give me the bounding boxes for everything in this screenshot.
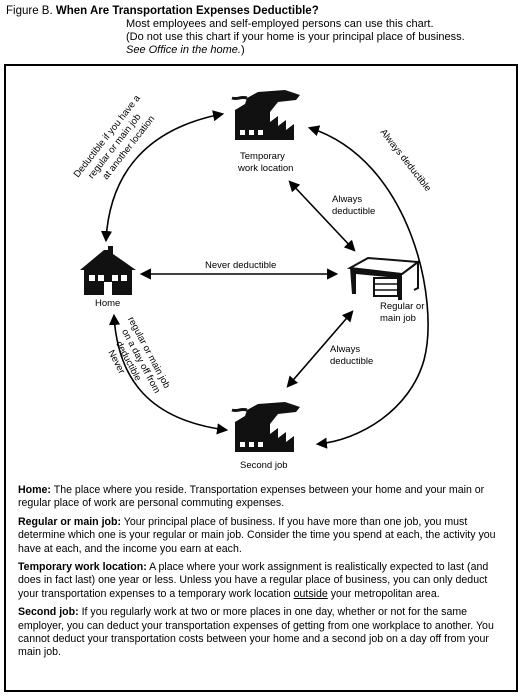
label-always-deductible-arc: Always deductible (378, 127, 433, 194)
arrow-temporary-second-arc (307, 125, 429, 449)
text-temporary-a: A place where your work assignment is re… (18, 561, 489, 600)
node-temporary-l1: Temporary (240, 151, 285, 162)
subtitle-line-3-italic: See Office in the home. (126, 44, 241, 56)
subtitle-line-3: See Office in the home.) (126, 44, 245, 57)
node-second-job: Second job (240, 460, 288, 471)
node-temporary-l2: work location (237, 163, 293, 174)
label-temp-regular-l1: Always (332, 194, 362, 205)
text-second-job: If you regularly work at two or more pla… (18, 606, 494, 659)
desk-icon (346, 256, 421, 300)
house-icon (80, 246, 136, 295)
definition-home: Home: The place where you reside. Transp… (18, 484, 508, 511)
definition-regular: Regular or main job: Your principal plac… (18, 516, 508, 556)
arrow-home-temporary (100, 110, 225, 243)
term-second-job: Second job: (18, 606, 79, 619)
figure-label: Figure B. (6, 5, 53, 17)
label-home-second: Never deductible on a day off from regul… (105, 315, 172, 395)
chart-frame (4, 64, 518, 692)
label-home-regular: Never deductible (205, 260, 276, 271)
text-regular: Your principal place of business. If you… (18, 515, 496, 555)
node-home: Home (95, 298, 120, 309)
figure-header: Figure B. When Are Transportation Expens… (6, 4, 319, 18)
subtitle-line-2: (Do not use this chart if your home is y… (126, 31, 465, 43)
label-regular-second-l2: deductible (330, 356, 373, 367)
text-temporary-b: your metropolitan area. (330, 587, 440, 600)
arrow-regular-second (286, 310, 354, 388)
definition-second-job: Second job: If you regularly work at two… (18, 606, 508, 660)
term-temporary: Temporary work location: (18, 561, 147, 574)
label-temp-regular-l2: deductible (332, 206, 375, 217)
definitions: Home: The place where you reside. Transp… (18, 484, 508, 665)
text-home: The place where you reside. Transportati… (18, 484, 485, 510)
label-regular-second-l1: Always (330, 344, 360, 355)
definition-temporary: Temporary work location: A place where y… (18, 561, 508, 601)
arrow-home-second (108, 313, 229, 435)
node-regular-l1: Regular or (380, 301, 424, 312)
text-temporary-underlined: outside (293, 587, 328, 600)
subtitle-line-1: Most employees and self-employed persons… (126, 18, 434, 30)
factory-icon-temporary (231, 90, 300, 140)
label-home-temporary: Deductible if you have a regular or main… (72, 93, 158, 182)
term-home: Home: (18, 484, 51, 496)
factory-icon-second-job (231, 402, 300, 452)
arrow-temporary-regular (288, 180, 356, 252)
term-regular: Regular or main job: (18, 515, 122, 528)
figure-title: When Are Transportation Expenses Deducti… (55, 5, 319, 17)
subtitle-line-3-end: ) (240, 44, 245, 56)
node-regular-l2: main job (380, 313, 416, 324)
